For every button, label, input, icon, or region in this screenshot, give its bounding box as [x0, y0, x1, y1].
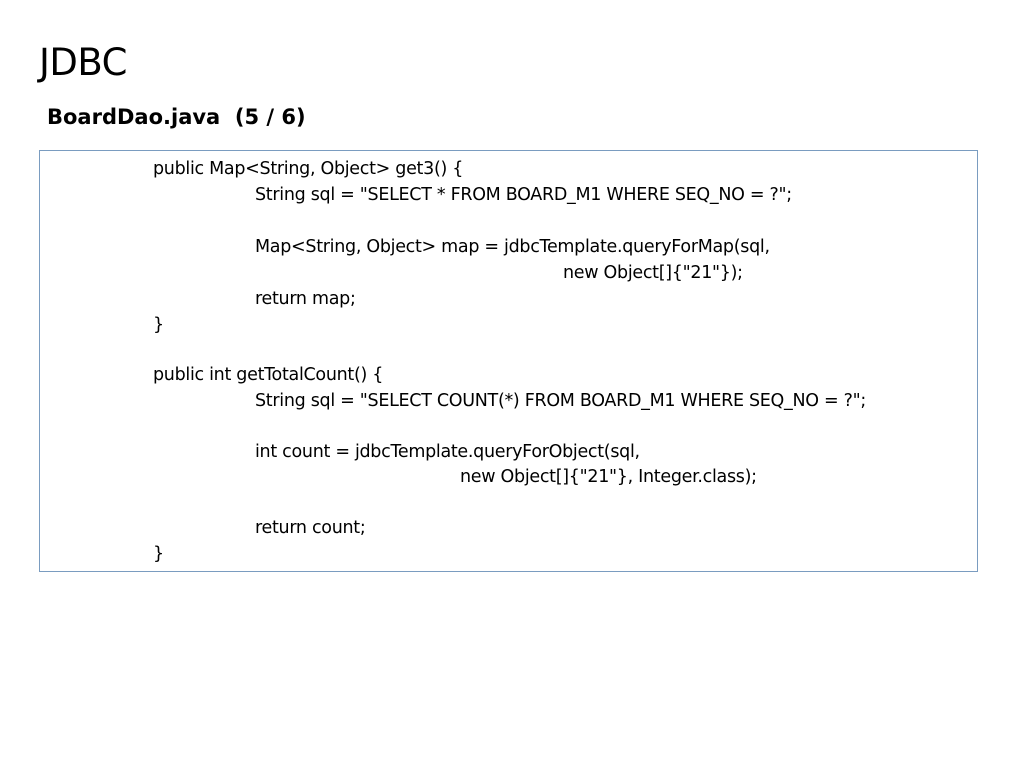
code-line: return count; — [255, 518, 366, 538]
code-line: Map<String, Object> map = jdbcTemplate.q… — [255, 237, 770, 257]
code-line: int count = jdbcTemplate.queryForObject(… — [255, 442, 640, 462]
code-line: new Object[]{"21"}); — [563, 263, 743, 283]
slide-title: JDBC — [39, 41, 127, 84]
code-line: } — [153, 544, 164, 564]
code-block: public Map<String, Object> get3() { Stri… — [39, 150, 978, 572]
code-line: new Object[]{"21"}, Integer.class); — [460, 467, 757, 487]
code-line: public Map<String, Object> get3() { — [153, 159, 464, 179]
slide-subtitle: BoardDao.java (5 / 6) — [47, 105, 306, 129]
code-line: public int getTotalCount() { — [153, 365, 384, 385]
code-line: String sql = "SELECT * FROM BOARD_M1 WHE… — [255, 185, 792, 205]
code-line: String sql = "SELECT COUNT(*) FROM BOARD… — [255, 391, 866, 411]
code-line: } — [153, 315, 164, 335]
code-line: return map; — [255, 289, 356, 309]
